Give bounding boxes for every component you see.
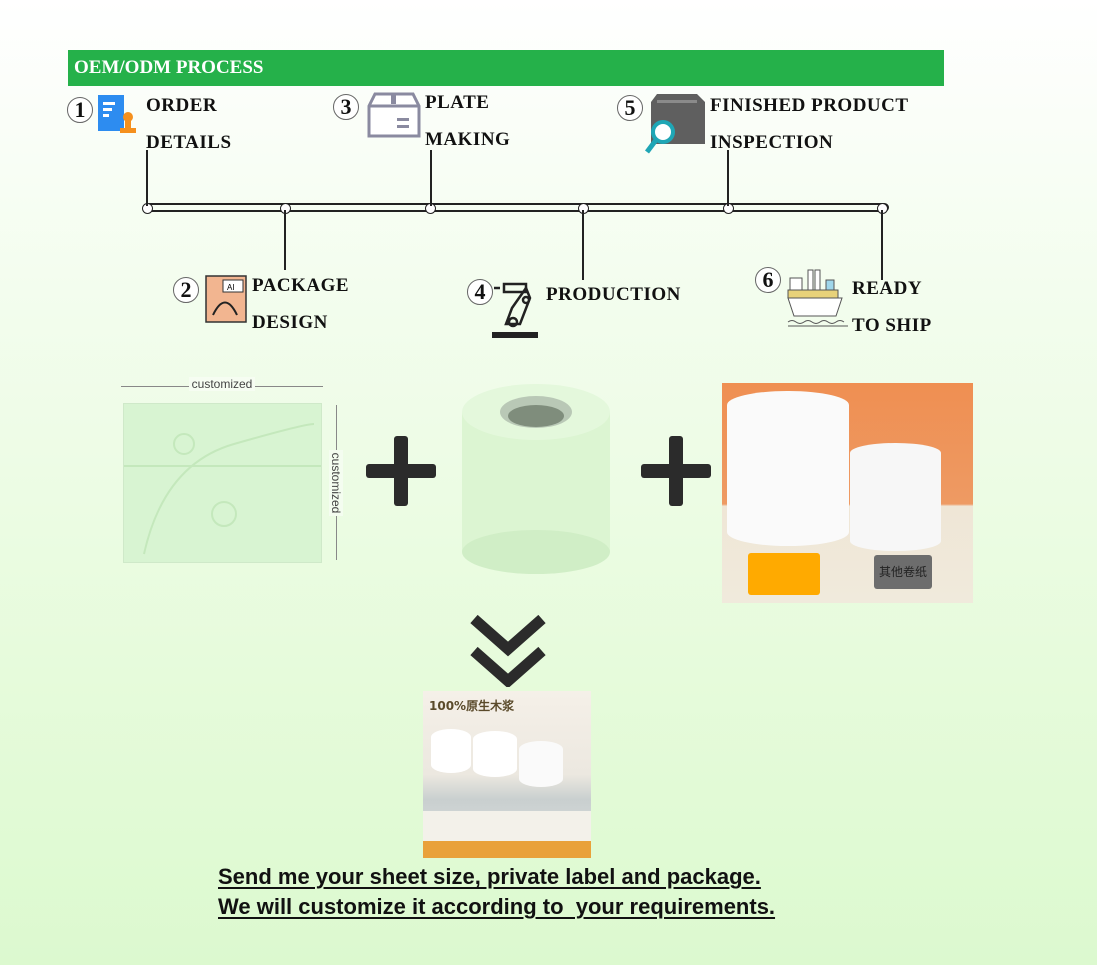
step-label: READY bbox=[852, 278, 923, 299]
step-number: 2 bbox=[173, 277, 199, 303]
step-label: ORDER bbox=[146, 95, 218, 116]
highlight-callout bbox=[748, 553, 820, 595]
step-label: DETAILS bbox=[146, 132, 232, 153]
connector bbox=[881, 210, 883, 280]
connector bbox=[146, 150, 148, 206]
box-icon bbox=[367, 92, 421, 138]
production-line-photo: 100%原生木浆 bbox=[423, 691, 591, 858]
step-label: PRODUCTION bbox=[546, 284, 681, 305]
other-roll bbox=[850, 443, 941, 551]
toilet-roll-image bbox=[462, 384, 610, 574]
step-number: 3 bbox=[333, 94, 359, 120]
other-roll-callout: 其他卷纸 bbox=[874, 555, 932, 589]
step-label: PACKAGE bbox=[252, 275, 350, 296]
step-label: MAKING bbox=[425, 129, 511, 150]
plus-icon bbox=[366, 436, 436, 506]
svg-text:AI: AI bbox=[227, 283, 235, 292]
step-number: 6 bbox=[755, 267, 781, 293]
caption-line-2: We will customize it according to your r… bbox=[218, 894, 776, 919]
connector bbox=[727, 150, 729, 206]
plus-icon bbox=[641, 436, 711, 506]
timeline-bar bbox=[145, 203, 889, 212]
step-number: 5 bbox=[617, 95, 643, 121]
width-label: customized bbox=[188, 377, 256, 391]
process-banner: OEM/ODM PROCESS bbox=[68, 50, 944, 86]
caption-line-1: Send me your sheet size, private label a… bbox=[218, 864, 761, 889]
double-chevron-down-icon bbox=[470, 615, 546, 687]
step-label: DESIGN bbox=[252, 312, 328, 333]
large-roll bbox=[727, 391, 849, 546]
robot-arm-icon bbox=[492, 282, 538, 338]
step-label: FINISHED PRODUCT bbox=[710, 95, 909, 116]
step-number: 1 bbox=[67, 97, 93, 123]
inspection-icon bbox=[645, 94, 705, 154]
comparison-photo: 其他卷纸 bbox=[722, 383, 973, 603]
step-label: PLATE bbox=[425, 92, 490, 113]
ship-icon bbox=[787, 269, 848, 327]
connector bbox=[430, 150, 432, 206]
design-file-icon: AI bbox=[205, 275, 247, 323]
step-number: 4 bbox=[467, 279, 493, 305]
banner-title: OEM/ODM PROCESS bbox=[74, 57, 264, 78]
order-document-icon bbox=[98, 95, 136, 133]
connector bbox=[284, 210, 286, 270]
step-label: TO SHIP bbox=[852, 315, 932, 336]
step-label: INSPECTION bbox=[710, 132, 834, 153]
connector bbox=[582, 210, 584, 280]
pulp-badge: 100%原生木浆 bbox=[429, 699, 515, 713]
height-label: customized bbox=[329, 449, 343, 517]
tissue-sheet bbox=[123, 403, 322, 563]
